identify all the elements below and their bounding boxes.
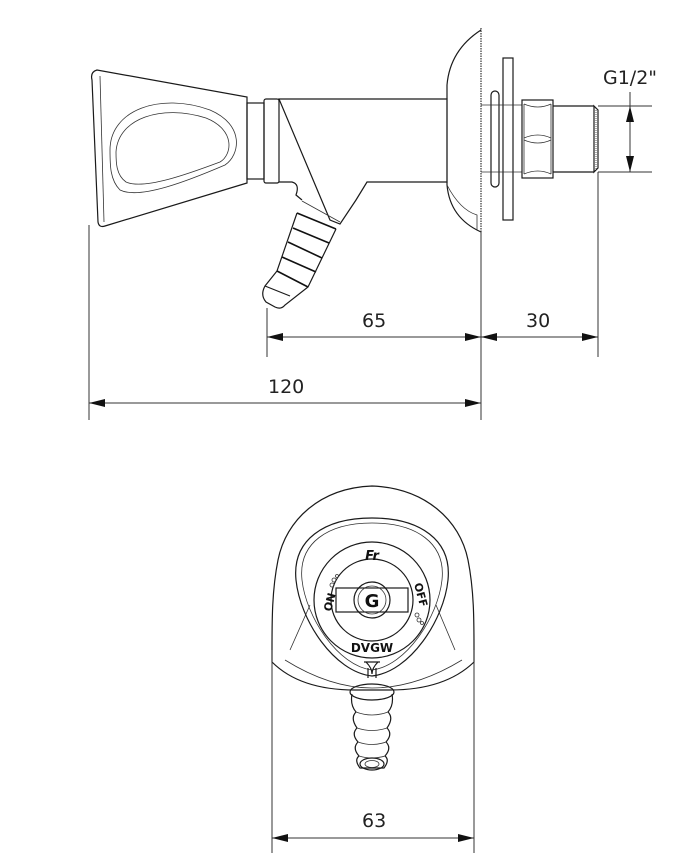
width-label: 63 bbox=[362, 810, 386, 832]
width-dimension: 63 bbox=[271, 650, 475, 853]
on-mark: ON bbox=[321, 591, 338, 612]
brand-mark: Fr bbox=[365, 549, 380, 564]
thread-size-label: G1/2" bbox=[603, 67, 657, 89]
front-handle bbox=[295, 517, 449, 677]
outlet-dimension: 65 bbox=[267, 310, 481, 341]
lever-bar bbox=[335, 587, 409, 613]
dial-inner-ring bbox=[330, 558, 414, 642]
overall-length-dimension: 120 bbox=[89, 376, 481, 407]
front-view: G Fr DVGW ON OFF bbox=[271, 485, 475, 771]
thread-length-dimension: 30 bbox=[481, 310, 598, 341]
tap-handle bbox=[90, 69, 248, 228]
dial-outer-ring bbox=[313, 541, 431, 659]
thread-end bbox=[593, 104, 599, 174]
wall-rosette bbox=[446, 29, 482, 233]
outlet-dimension-label: 65 bbox=[362, 310, 386, 332]
hex-nut bbox=[521, 99, 554, 179]
side-view bbox=[90, 28, 599, 309]
front-hose-nozzle bbox=[349, 683, 395, 771]
overall-length-label: 120 bbox=[268, 376, 304, 398]
washer bbox=[502, 57, 514, 221]
gas-mark: G bbox=[365, 591, 380, 612]
thread-size-dimension: G1/2" bbox=[598, 67, 657, 173]
off-mark: OFF bbox=[411, 581, 430, 608]
y-connector bbox=[364, 661, 380, 678]
thread-length-label: 30 bbox=[526, 310, 550, 332]
grip-recess bbox=[109, 102, 237, 194]
o-ring bbox=[490, 90, 500, 188]
dvgw-mark: DVGW bbox=[351, 641, 393, 655]
hose-nozzle bbox=[262, 200, 341, 309]
front-rosette bbox=[271, 485, 475, 691]
